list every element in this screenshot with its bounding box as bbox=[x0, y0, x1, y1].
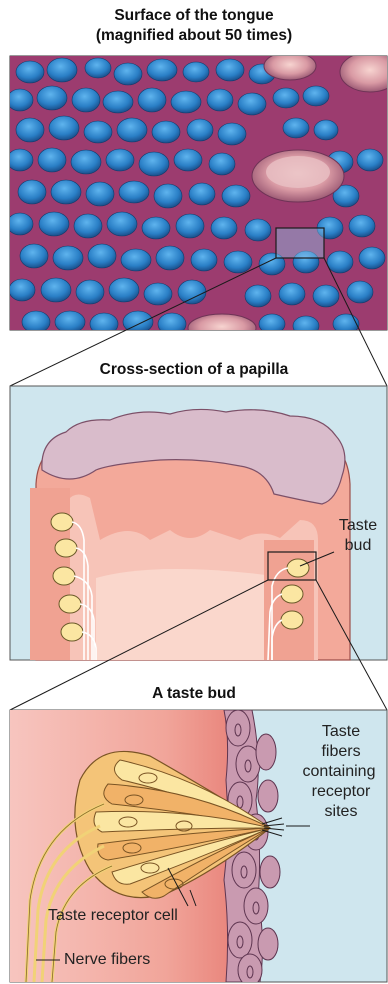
taste-fibers-label-line1: Taste bbox=[296, 722, 386, 741]
taste-fibers-label-line5: sites bbox=[296, 802, 386, 821]
taste-bud bbox=[51, 513, 73, 531]
taste-bud bbox=[287, 559, 309, 577]
fungiform-papilla-large bbox=[252, 150, 344, 202]
taste-bud-title: A taste bud bbox=[0, 684, 388, 703]
cross-section-title: Cross-section of a papilla bbox=[0, 360, 388, 379]
micrograph-title-line1: Surface of the tongue bbox=[0, 6, 388, 25]
taste-bud-label-line1: Taste bbox=[330, 516, 386, 535]
fungiform-papilla-upper-left bbox=[264, 52, 316, 80]
nerve-fibers-label: Nerve fibers bbox=[64, 950, 194, 969]
taste-bud bbox=[55, 539, 77, 557]
taste-fibers-label-line4: receptor bbox=[296, 782, 386, 801]
taste-bud bbox=[281, 585, 303, 603]
micrograph-title-line2: (magnified about 50 times) bbox=[0, 26, 388, 45]
taste-bud bbox=[61, 623, 83, 641]
taste-bud bbox=[59, 595, 81, 613]
taste-bud bbox=[281, 611, 303, 629]
taste-receptor-cell-label: Taste receptor cell bbox=[48, 906, 224, 925]
zoom-box-micrograph bbox=[276, 228, 324, 258]
taste-fibers-label-line3: containing bbox=[290, 762, 388, 781]
fungiform-papilla-bottom bbox=[188, 314, 256, 342]
taste-fibers-label-line2: fibers bbox=[296, 742, 386, 761]
papilla-inner bbox=[96, 569, 290, 660]
micrograph-papillae bbox=[7, 52, 388, 342]
micrograph-panel bbox=[7, 52, 388, 342]
taste-bud-label-line2: bud bbox=[330, 536, 386, 555]
taste-bud bbox=[53, 567, 75, 585]
